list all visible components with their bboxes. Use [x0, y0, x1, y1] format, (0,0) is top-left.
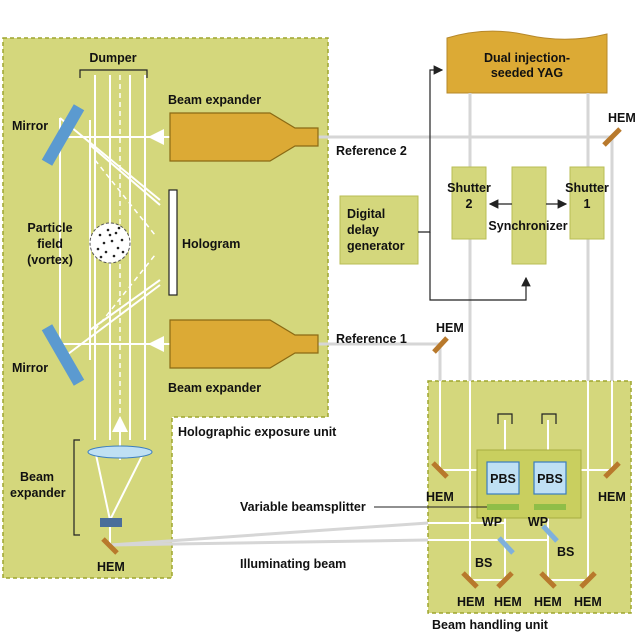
expander-lens-small: [100, 518, 122, 527]
particle-dots: [96, 226, 125, 259]
lens: [87, 445, 153, 459]
bs1-label: BS: [475, 556, 492, 570]
variable-beamsplitter-label: Variable beamsplitter: [240, 500, 366, 514]
reference2-label: Reference 2: [336, 144, 407, 158]
shutter2-number: 2: [466, 197, 473, 211]
pbs1-label: PBS: [490, 472, 516, 486]
mirror-top: [41, 104, 85, 166]
delay-label-1: Digital: [347, 207, 385, 221]
bs-2: [541, 524, 559, 543]
wp1-label: WP: [482, 515, 502, 529]
holographic-unit-label: Holographic exposure unit: [178, 425, 337, 439]
bs2-label: BS: [557, 545, 574, 559]
yag-laser: [446, 30, 608, 94]
beam-expander-left-label-1: Beam: [20, 470, 54, 484]
delay-generator-box: [339, 195, 419, 265]
hem-ref1-label: HEM: [436, 321, 464, 335]
shutter1-label: Shutter: [565, 181, 609, 195]
beam-expander-bottom-label: Beam expander: [168, 381, 261, 395]
beam-expander-left-bracket: [73, 439, 80, 536]
hem-bhu-left-label: HEM: [426, 490, 454, 504]
laser-label-2: seeded YAG: [491, 66, 563, 80]
beam-expander-bottom-shape: [169, 319, 319, 369]
hem-bhu-1-label: HEM: [457, 595, 485, 609]
wp-2: [534, 504, 566, 510]
particle-label-3: (vortex): [27, 253, 73, 267]
bs-1: [497, 536, 515, 555]
shutter-2: [451, 166, 487, 240]
shutter2-label: Shutter: [447, 181, 491, 195]
hem-bhu-4-label: HEM: [574, 595, 602, 609]
pbs-1: [486, 461, 520, 495]
illuminating-beam-label: Illuminating beam: [240, 557, 346, 571]
dump-2: [541, 413, 557, 424]
dumper-label: Dumper: [89, 51, 136, 65]
wp-1: [487, 504, 519, 510]
control-lines: [418, 65, 568, 301]
hologram-plate: [168, 189, 178, 296]
internal-beams-bhu: [428, 381, 613, 581]
hem-bhu-right-label: HEM: [598, 490, 626, 504]
particle-label-2: field: [37, 237, 63, 251]
particle-field: [89, 222, 131, 264]
particle-label-1: Particle: [27, 221, 72, 235]
mirror-bottom-label: Mirror: [12, 361, 48, 375]
synchronizer-label: Synchronizer: [488, 219, 567, 233]
delay-label-2: delay: [347, 223, 379, 237]
shutter1-number: 1: [584, 197, 591, 211]
hem-bhu-3-label: HEM: [534, 595, 562, 609]
hologram-label: Hologram: [182, 237, 240, 251]
reference1-label: Reference 1: [336, 332, 407, 346]
dumper-bracket: [79, 69, 148, 78]
synchronizer-box: [511, 166, 547, 265]
dump-1: [497, 413, 513, 424]
beam-handling-unit-label: Beam handling unit: [432, 618, 549, 632]
hem-bhu-2-label: HEM: [494, 595, 522, 609]
laser-label-1: Dual injection-: [484, 51, 570, 65]
beam-expander-top-shape: [169, 112, 319, 162]
wp2-label: WP: [528, 515, 548, 529]
hem-ref2-label: HEM: [608, 111, 636, 125]
hem-illum-label: HEM: [97, 560, 125, 574]
mirror-bottom: [41, 324, 85, 386]
mirror-top-label: Mirror: [12, 119, 48, 133]
holographic-exposure-unit: [2, 37, 329, 579]
shutter-1: [569, 166, 605, 240]
pbs-2: [533, 461, 567, 495]
pbs2-label: PBS: [537, 472, 563, 486]
beam-expander-left-label-2: expander: [10, 486, 66, 500]
delay-label-3: generator: [347, 239, 405, 253]
hem-mirrors: [101, 127, 622, 589]
beam-expander-top-label: Beam expander: [168, 93, 261, 107]
